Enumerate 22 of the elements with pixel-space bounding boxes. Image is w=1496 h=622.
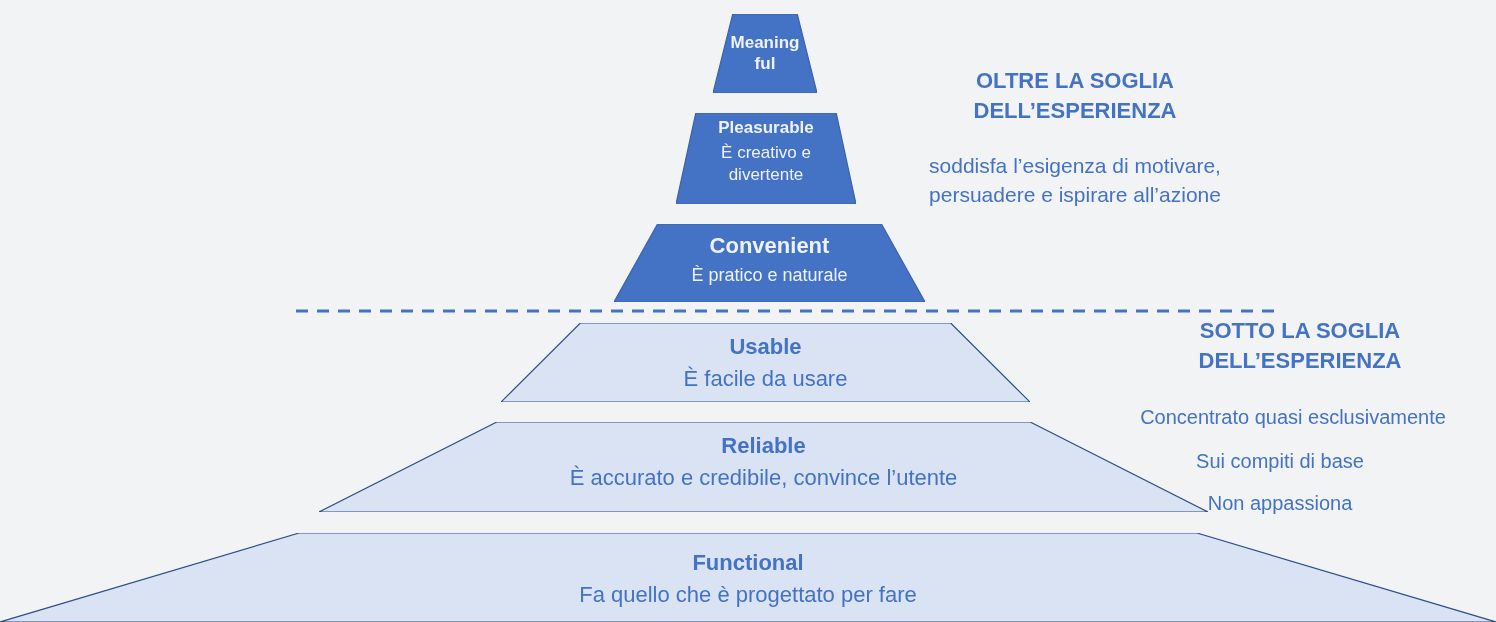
level-description: È pratico e naturale [691,263,848,286]
pyramid-level [676,113,856,204]
section-note: Non appassiona [1206,491,1354,516]
pyramid-level [501,323,1030,402]
pyramid-level [0,533,1496,622]
pyramid-level [713,14,817,93]
level-title: Reliable [721,432,806,460]
level-description: È accurato e credibile, convince l’utente [569,463,958,491]
level-description: È creativo e divertente [720,142,812,185]
level-description: È facile da usare [683,364,848,392]
pyramid-level [614,224,925,302]
section-note: Sui compiti di base [1195,449,1365,474]
level-title: Usable [729,333,802,361]
section-note: Concentrato quasi esclusivamente [1139,405,1447,430]
level-title: Convenient [709,232,830,260]
section-heading: SOTTO LA SOGLIA DELL’ESPERIENZA [1197,317,1403,376]
section-heading: OLTRE LA SOGLIA DELL’ESPERIENZA [972,67,1178,126]
section-note: soddisfa l’esigenza di motivare, persuadere e ispirare all’azione [928,153,1222,208]
level-title: Functional [692,549,804,577]
level-title: Pleasurable [718,117,814,139]
level-title: Meaning ful [729,32,801,75]
level-description: Fa quello che è progettato per fare [579,580,917,608]
